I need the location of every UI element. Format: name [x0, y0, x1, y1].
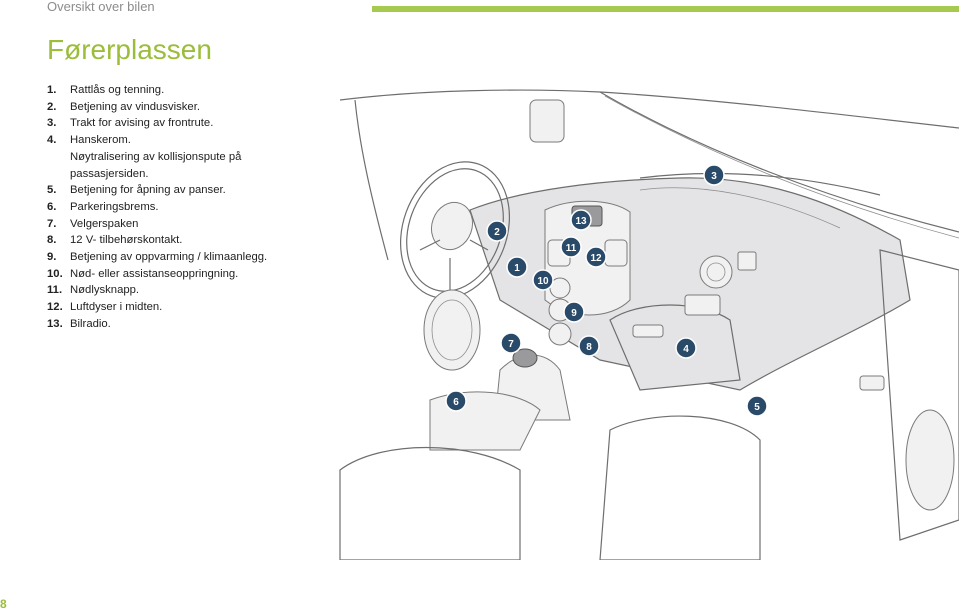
legend-text: Bilradio. — [70, 317, 111, 330]
callout-6: 6 — [445, 390, 467, 412]
callout-8-label: 8 — [586, 342, 592, 353]
callout-5-label: 5 — [754, 402, 760, 413]
passenger-door-shape — [879, 249, 959, 541]
legend-text: 12 V- tilbehørskontakt. — [70, 234, 183, 247]
legend-text: Nødlysknapp. — [70, 284, 140, 297]
legend-item: 9. Betjening av oppvarming / klimaanlegg. — [47, 249, 297, 266]
legend-number: 2. — [47, 100, 57, 113]
legend-item: 2. Betjening av vindusvisker. — [47, 99, 297, 116]
callout-1-label: 1 — [514, 263, 520, 274]
legend-item: 4. Hanskerom. — [47, 132, 297, 149]
driver-seat-shape — [339, 447, 521, 560]
legend-number: 4. — [47, 134, 57, 147]
passenger-seat-shape — [599, 415, 761, 560]
legend-item: Nøytralisering av kollisjonspute på pass… — [47, 149, 297, 182]
legend-text: Nød- eller assistanseoppringning. — [70, 267, 239, 280]
callout-11-label: 11 — [566, 243, 577, 254]
legend-number: 1. — [47, 84, 57, 96]
section-accent-bar — [372, 6, 959, 12]
legend-text: Trakt for avising av frontrute. — [70, 117, 214, 130]
callout-7: 7 — [500, 332, 522, 354]
dashboard-illustration: 1 2 3 4 5 6 7 8 9 10 11 12 13 — [339, 89, 959, 560]
legend-text: Betjening for åpning av panser. — [70, 184, 226, 197]
legend-item: 5. Betjening for åpning av panser. — [47, 182, 297, 199]
legend-text: Luftdyser i midten. — [70, 301, 163, 314]
steering-wheel-shape — [399, 161, 511, 299]
legend-item: 11. Nødlysknapp. — [47, 282, 297, 299]
legend-item: 8. 12 V- tilbehørskontakt. — [47, 232, 297, 249]
callout-5: 5 — [746, 395, 768, 417]
legend-item: 6. Parkeringsbrems. — [47, 199, 297, 216]
callout-4: 4 — [675, 337, 697, 359]
glovebox-shape — [609, 304, 741, 391]
legend-item: 10. Nød- eller assistanseoppringning. — [47, 266, 297, 283]
callout-4-label: 4 — [683, 344, 689, 355]
legend-item: 1. Rattlås og tenning. — [47, 82, 297, 99]
callout-10-label: 10 — [537, 276, 549, 287]
legend-number: 13. — [47, 317, 63, 330]
legend-text: Betjening av oppvarming / klimaanlegg. — [70, 251, 268, 264]
callout-3-label: 3 — [711, 171, 717, 182]
callout-1: 1 — [506, 256, 528, 278]
legend-text: Hanskerom. — [70, 134, 131, 147]
legend-number: 5. — [47, 184, 57, 197]
legend-item: 7. Velgerspaken — [47, 216, 297, 233]
page-number: 8 — [0, 597, 7, 611]
page-title: Førerplassen — [47, 34, 212, 65]
legend-item: 13. Bilradio. — [47, 316, 297, 333]
legend-text: Parkeringsbrems. — [70, 200, 159, 213]
callout-3: 3 — [703, 164, 725, 186]
legend-text: Betjening av vindusvisker. — [70, 100, 200, 113]
callout-9-label: 9 — [571, 308, 577, 319]
legend-text: Rattlås og tenning. — [70, 84, 165, 96]
legend-list: 1. Rattlås og tenning. 2. Betjening av vin… — [47, 82, 297, 333]
callout-13: 13 — [570, 209, 592, 231]
callout-13-label: 13 — [575, 216, 587, 227]
callout-7-label: 7 — [508, 339, 514, 350]
callout-2-label: 2 — [494, 227, 500, 238]
legend-number: 9. — [47, 251, 57, 264]
callout-6-label: 6 — [453, 397, 459, 408]
legend-number: 6. — [47, 200, 57, 213]
callout-11: 11 — [560, 236, 582, 258]
legend-text: Nøytralisering av kollisjonspute på pass… — [70, 150, 242, 180]
door-speaker-right — [905, 409, 955, 511]
legend-number: 10. — [47, 267, 63, 280]
legend-number: 11. — [47, 284, 63, 297]
legend-item: 12. Luftdyser i midten. — [47, 299, 297, 316]
callout-12: 12 — [585, 246, 607, 268]
section-label: Oversikt over bilen — [47, 0, 155, 14]
defrost-vent-shape — [639, 172, 881, 196]
legend-number: 7. — [47, 217, 57, 230]
callout-8: 8 — [578, 335, 600, 357]
legend-number: 8. — [47, 234, 57, 247]
legend-number: 12. — [47, 301, 63, 314]
callout-10: 10 — [532, 269, 554, 291]
mirror-shape — [529, 99, 565, 143]
callout-12-label: 12 — [590, 253, 602, 264]
legend-item: 3. Trakt for avising av frontrute. — [47, 115, 297, 132]
callout-9: 9 — [563, 301, 585, 323]
door-speaker-left — [423, 289, 481, 371]
legend-number: 3. — [47, 117, 57, 130]
legend-number — [47, 149, 70, 182]
callout-2: 2 — [486, 220, 508, 242]
legend-text: Velgerspaken — [70, 217, 139, 230]
